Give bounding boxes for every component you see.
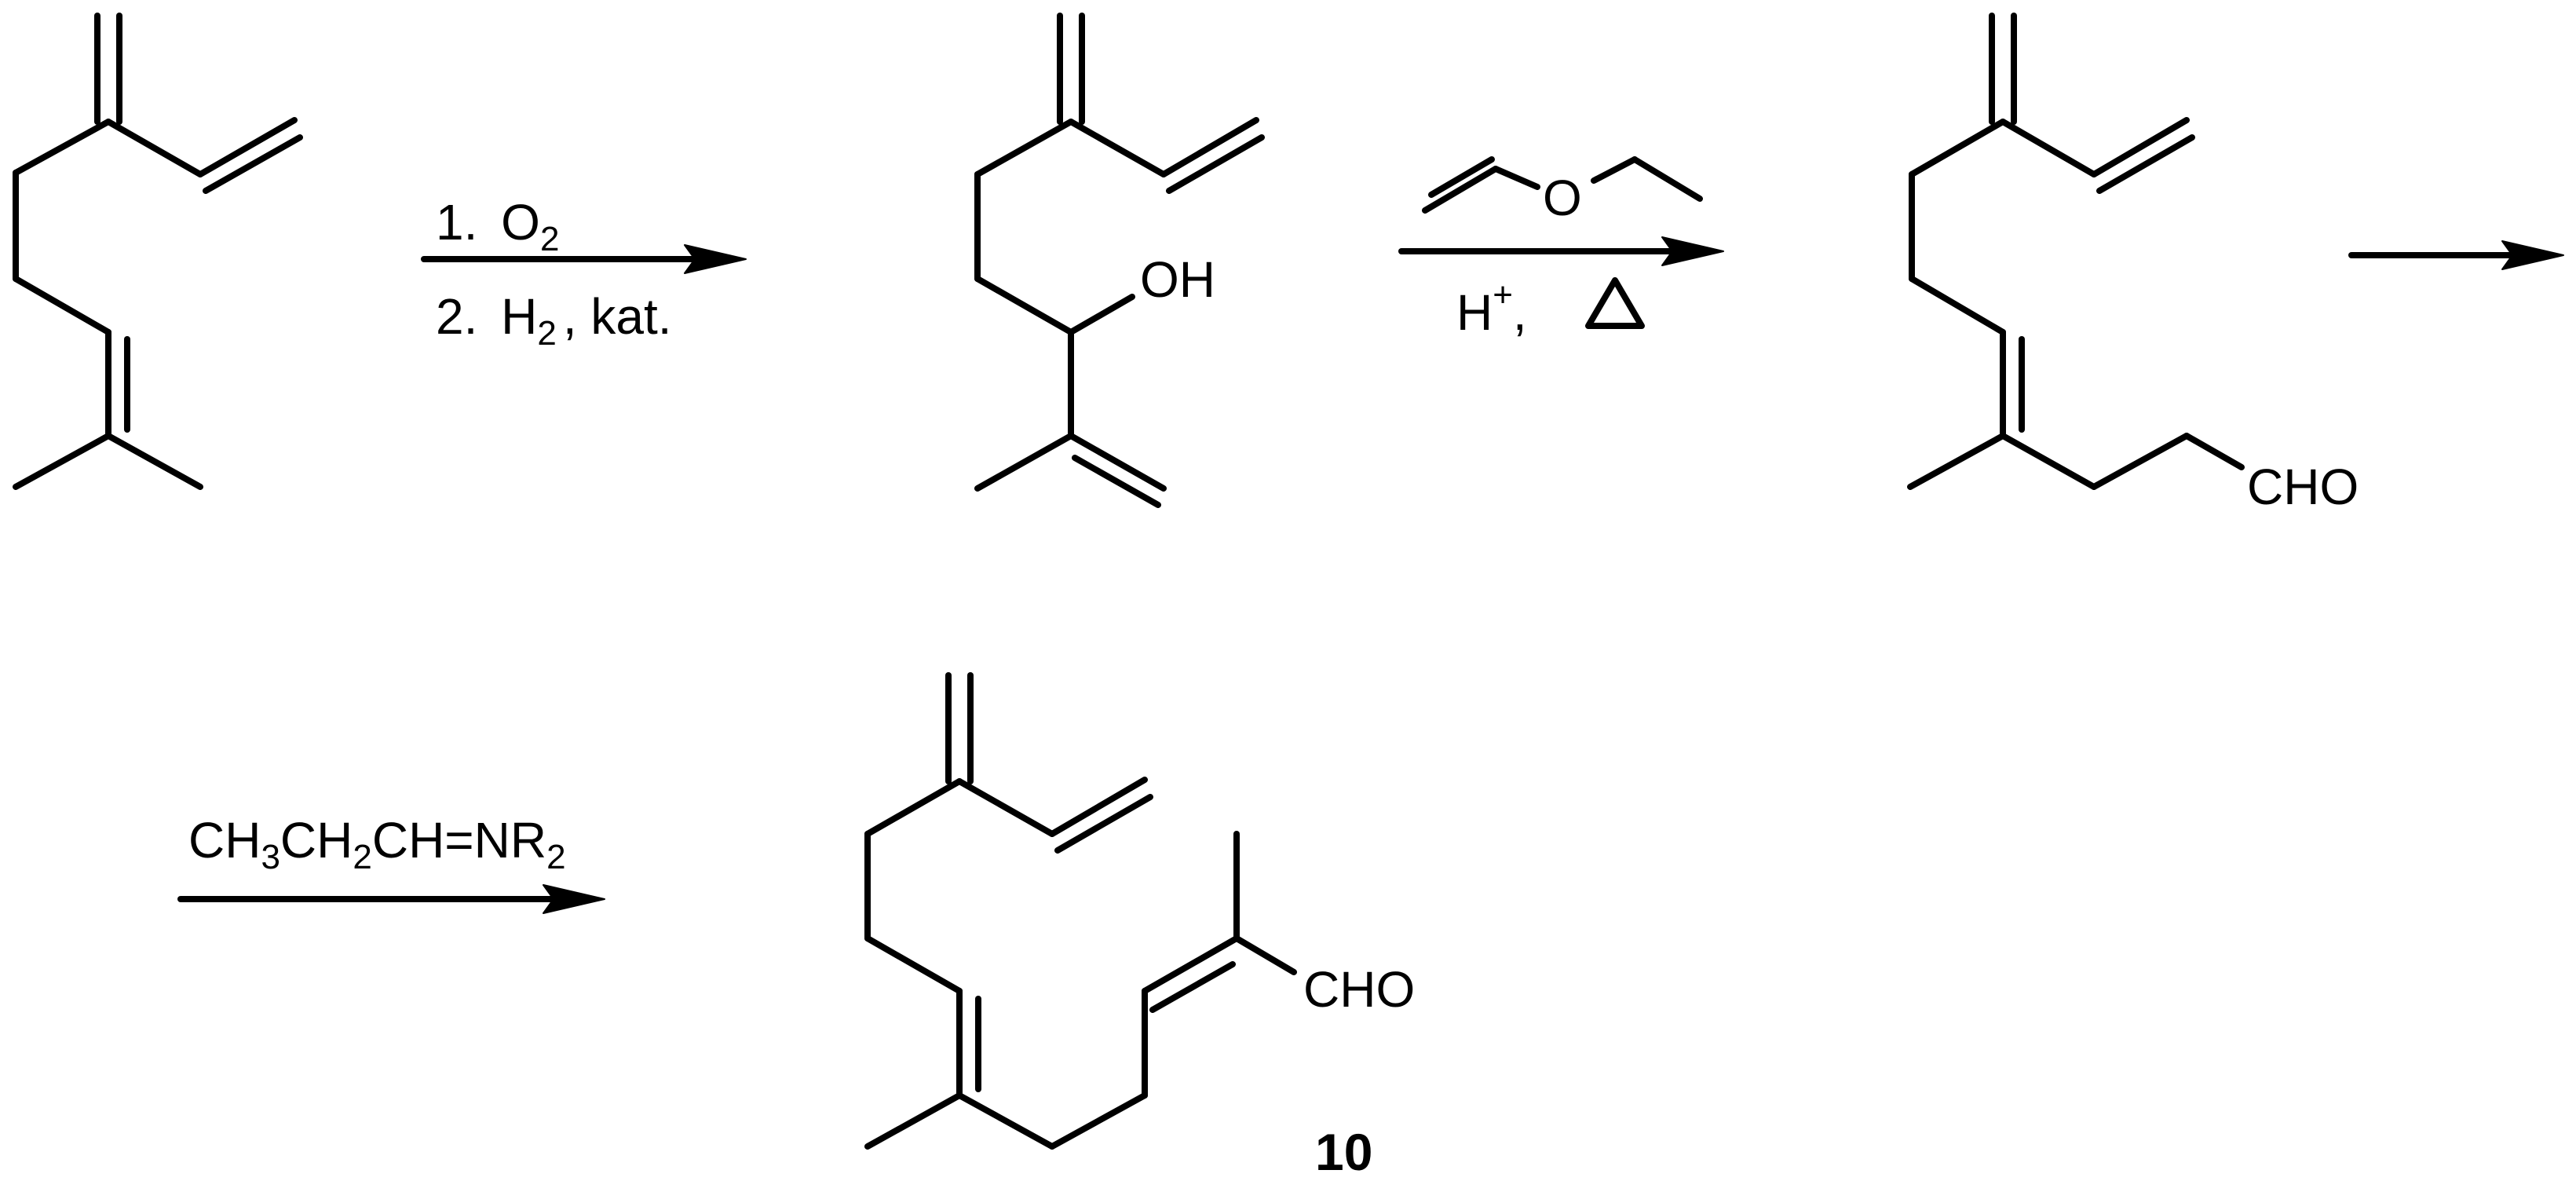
aldehyde-label: CHO	[2247, 459, 2359, 515]
bond	[1160, 117, 1259, 177]
bond	[974, 276, 1074, 335]
arrowhead	[1661, 236, 1724, 266]
bond	[1049, 777, 1148, 837]
bond	[1142, 935, 1240, 994]
bond	[1166, 134, 1265, 194]
reaction-arrow-2	[1398, 236, 1724, 266]
bond	[105, 433, 203, 490]
reagent-acid-catalyst: H+,	[1456, 276, 1527, 341]
compound-number: 10	[1315, 1123, 1372, 1181]
bond	[13, 276, 111, 335]
bond	[1909, 119, 2006, 177]
bond	[197, 117, 298, 177]
bond	[2091, 433, 2190, 490]
reagent-enamine: CH3CH2CH=NR2	[188, 812, 566, 876]
bond	[1049, 1092, 1148, 1150]
bond	[1907, 433, 2006, 490]
bond	[203, 134, 303, 194]
bond	[974, 119, 1074, 177]
bond	[2096, 134, 2195, 194]
bond	[974, 433, 1074, 492]
bond	[1068, 119, 1167, 177]
reaction-arrow-3	[2348, 240, 2564, 270]
bond	[1422, 166, 1499, 214]
bond	[1428, 156, 1495, 198]
bond	[2091, 117, 2190, 177]
arrowhead	[684, 244, 747, 274]
bond	[1149, 961, 1236, 1013]
bond	[1072, 455, 1161, 508]
product-compound-10	[864, 672, 1297, 1150]
bond	[956, 1092, 1055, 1150]
bond	[1493, 166, 1540, 190]
intermediate-aldehyde	[1907, 13, 2245, 490]
bond	[2000, 119, 2097, 177]
heat-symbol	[1585, 277, 1645, 329]
bond	[1233, 935, 1297, 975]
arrowhead	[543, 884, 605, 914]
bond	[1068, 294, 1135, 335]
bond	[1054, 794, 1153, 854]
reaction-arrow-4	[177, 884, 605, 914]
ether-oxygen-label: O	[1543, 170, 1582, 226]
bond	[2183, 433, 2245, 470]
intermediate-alcohol	[974, 13, 1265, 508]
aldehyde-label: CHO	[1303, 961, 1415, 1018]
bond	[105, 119, 203, 177]
reaction-arrow-1	[421, 244, 747, 274]
bond	[13, 433, 111, 490]
bond	[1068, 433, 1167, 492]
starting-material-myrcene	[13, 13, 303, 490]
bond	[864, 1092, 963, 1150]
bond	[864, 778, 963, 837]
bond	[864, 935, 963, 994]
bond	[1909, 276, 2006, 335]
reagent-step-2-hydrogenation: 2. H2, kat.	[436, 288, 672, 353]
reagent-step-1-oxygen: 1. O2	[436, 194, 559, 258]
reagent-ethyl-vinyl-ether	[1422, 156, 1703, 214]
arrowhead	[2501, 240, 2564, 270]
bond	[1591, 156, 1638, 184]
bond	[1631, 156, 1703, 202]
bond	[956, 778, 1055, 837]
bond	[13, 119, 111, 176]
bond	[2000, 433, 2097, 490]
hydroxyl-label: OH	[1140, 251, 1215, 308]
